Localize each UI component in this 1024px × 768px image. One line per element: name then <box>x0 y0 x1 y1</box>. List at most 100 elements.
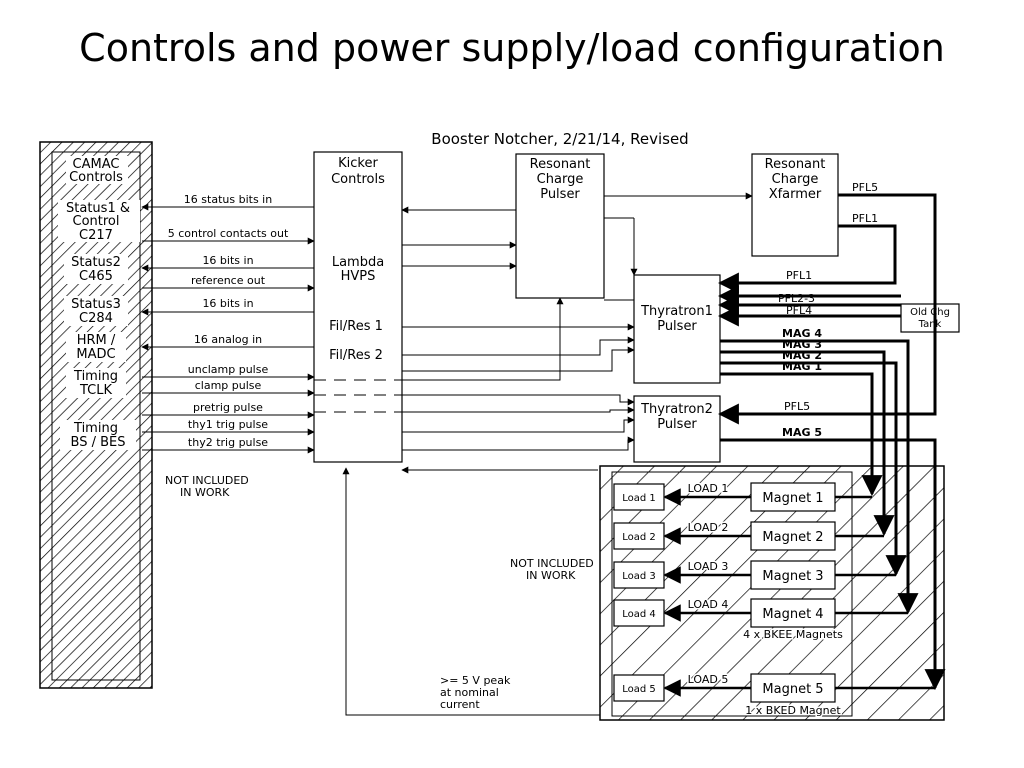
bkee-label: 4 x BKEE Magnets <box>743 628 843 641</box>
not-included-1-line1: NOT INCLUDED <box>165 474 249 487</box>
load-wire-label: LOAD 2 <box>688 521 729 534</box>
rcp-line2: Charge <box>537 172 584 187</box>
load-wire-label: LOAD 4 <box>688 598 729 611</box>
magnet-box <box>750 673 836 703</box>
signal-analog-in: 16 analog in <box>194 333 262 346</box>
signal-reference-out: reference out <box>191 274 266 287</box>
magnet-box <box>750 482 836 512</box>
pfl1-label: PFL1 <box>786 269 812 282</box>
status2-line1: Status2 <box>71 255 121 270</box>
signal-thy1-trig: thy1 trig pulse <box>188 418 268 431</box>
peak-note-line2: at nominal <box>440 686 499 699</box>
pulser-interconnects <box>342 192 753 716</box>
pfl5-top-label: PFL5 <box>852 181 878 194</box>
thy1-line1: Thyratron1 <box>640 304 713 319</box>
rcx-line1: Resonant <box>765 157 826 172</box>
mag3-label: MAG 3 <box>782 338 822 351</box>
mag4-label: MAG 4 <box>782 327 822 340</box>
thyratron1-pulser-box: Thyratron1 Pulser <box>633 274 721 384</box>
mag2-label: MAG 2 <box>782 349 822 362</box>
signal-clamp: clamp pulse <box>195 379 262 392</box>
load-row: Load 3 LOAD 3 Magnet 3 <box>613 559 896 590</box>
timing-bs-line1: Timing <box>73 421 118 436</box>
load-box-label: Load 1 <box>622 493 656 504</box>
not-included-1-line2: IN WORK <box>180 486 230 499</box>
signal-unclamp: unclamp pulse <box>188 363 269 376</box>
signal-pretrig: pretrig pulse <box>193 401 263 414</box>
load-box <box>613 674 665 702</box>
not-included-2-line1: NOT INCLUDED <box>510 557 594 570</box>
load-wire-label: LOAD 1 <box>688 482 729 495</box>
rcx-line2: Charge <box>772 172 819 187</box>
load-row: Load 2 LOAD 2 Magnet 2 <box>613 520 884 551</box>
camac-signal-wires <box>141 203 315 454</box>
timing-tclk-line2: TCLK <box>79 383 112 398</box>
load-box-label: Load 3 <box>622 571 656 582</box>
load-rows: Load 1 LOAD 1 Magnet 1 Load 2 LOAD 2 Magnet 2… <box>613 481 935 703</box>
pfl23-label: PFL2-3 <box>778 292 815 305</box>
peak-note-line1: >= 5 V peak <box>440 674 511 687</box>
filres1-label: Fil/Res 1 <box>329 319 383 334</box>
lambda-line1: Lambda <box>332 255 384 270</box>
rcp-line3: Pulser <box>540 187 580 202</box>
pfl1-top-label: PFL1 <box>852 212 878 225</box>
kicker-title-line2: Controls <box>331 172 385 187</box>
rcx-line3: Xfarmer <box>769 187 822 202</box>
signal-thy2-trig: thy2 trig pulse <box>188 436 268 449</box>
kicker-controls-box: Kicker Controls Lambda HVPS Fil/Res 1 Fi… <box>313 151 403 463</box>
load-box <box>613 599 665 627</box>
thy2-line2: Pulser <box>657 417 697 432</box>
signal-bits-in-1: 16 bits in <box>202 254 253 267</box>
status1-line1: Status1 & <box>66 201 130 216</box>
load-box <box>613 522 665 550</box>
load-wire-label: LOAD 3 <box>688 560 729 573</box>
timing-bs-line2: BS / BES <box>71 435 126 450</box>
filres2-label: Fil/Res 2 <box>329 348 383 363</box>
status2-line2: C465 <box>79 269 113 284</box>
magnet-label: Magnet 4 <box>762 607 823 622</box>
pfl4-label: PFL4 <box>786 304 812 317</box>
mag5-label: MAG 5 <box>782 426 822 439</box>
load-box-label: Load 2 <box>622 532 656 543</box>
hrm-line1: HRM / <box>77 333 116 348</box>
status3-line2: C284 <box>79 311 113 326</box>
old-charge-tank-box: Old Chg Tank <box>900 303 960 333</box>
magnet-label: Magnet 5 <box>762 682 823 697</box>
pfl5-label: PFL5 <box>784 400 810 413</box>
load-row: Load 5 LOAD 5 Magnet 5 <box>613 672 935 703</box>
camac-controls-panel: CAMAC Controls Status1 & Control C217 St… <box>39 141 153 689</box>
magnet-label: Magnet 1 <box>762 491 823 506</box>
old-tank-line1: Old Chg <box>910 307 950 318</box>
signal-control-contacts: 5 control contacts out <box>168 227 289 240</box>
magnet-label: Magnet 2 <box>762 530 823 545</box>
magnet-label: Magnet 3 <box>762 569 823 584</box>
resonant-charge-pulser-box: Resonant Charge Pulser <box>515 153 605 299</box>
thyratron2-pulser-box: Thyratron2 Pulser <box>633 395 721 463</box>
resonant-charge-xfarmer-box: Resonant Charge Xfarmer <box>751 153 839 257</box>
kicker-title-line1: Kicker <box>338 156 378 171</box>
camac-header-line2: Controls <box>69 170 123 185</box>
diagram-title: Booster Notcher, 2/21/14, Revised <box>431 130 688 148</box>
load-wire-label: LOAD 5 <box>688 673 729 686</box>
pfl-wires <box>717 193 937 425</box>
thy2-line1: Thyratron2 <box>640 402 713 417</box>
status3-line1: Status3 <box>71 297 121 312</box>
hrm-line2: MADC <box>76 347 115 362</box>
timing-tclk-line1: Timing <box>73 369 118 384</box>
load-box-label: Load 5 <box>622 684 656 695</box>
lambda-line2: HVPS <box>341 269 376 284</box>
bked-label: 1 x BKED Magnet <box>745 704 841 717</box>
load-row: Load 1 LOAD 1 Magnet 1 <box>613 481 872 512</box>
status1-line2: Control <box>73 214 120 229</box>
signal-status-bits: 16 status bits in <box>184 193 272 206</box>
not-included-2-line2: IN WORK <box>526 569 576 582</box>
thy1-line2: Pulser <box>657 319 697 334</box>
camac-header-line1: CAMAC <box>73 157 120 172</box>
load-box <box>613 483 665 511</box>
peak-note-line3: current <box>440 698 480 711</box>
rcp-line1: Resonant <box>530 157 591 172</box>
signal-bits-in-2: 16 bits in <box>202 297 253 310</box>
status1-line3: C217 <box>79 228 113 243</box>
